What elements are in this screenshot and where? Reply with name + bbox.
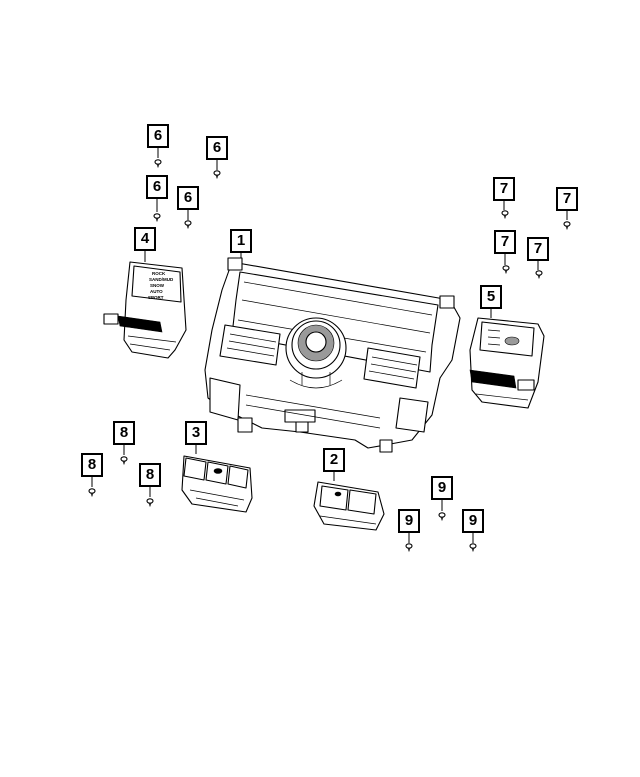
label-sport: SPORT [148, 295, 164, 300]
callout-1: 1 [230, 229, 252, 253]
label-sand-mud: SAND/MUD [149, 277, 174, 282]
callout-7-b: 7 [556, 187, 578, 211]
callout-7-d: 7 [527, 237, 549, 261]
callout-8-b: 8 [81, 453, 103, 477]
screw-9-c [469, 543, 477, 553]
callout-5: 5 [480, 285, 502, 309]
label-rock: ROCK [152, 271, 166, 276]
screw-7-a [501, 210, 509, 220]
screw-7-d [535, 270, 543, 280]
screw-8-c [146, 498, 154, 508]
screw-7-c [502, 265, 510, 275]
callout-6-a: 6 [147, 124, 169, 148]
callout-9-a: 9 [431, 476, 453, 500]
screw-6-b [213, 170, 221, 180]
callout-6-d: 6 [177, 186, 199, 210]
screw-7-b [563, 221, 571, 231]
part-1-bezel [204, 257, 461, 453]
screw-9-b [405, 543, 413, 553]
callout-9-b: 9 [398, 509, 420, 533]
callout-9-c: 9 [462, 509, 484, 533]
label-snow: SNOW [150, 283, 165, 288]
callout-3: 3 [185, 421, 207, 445]
callout-4: 4 [134, 227, 156, 251]
callout-6-b: 6 [206, 136, 228, 160]
callout-8-a: 8 [113, 421, 135, 445]
callout-8-c: 8 [139, 463, 161, 487]
part-5-switch-module [469, 317, 545, 409]
callout-7-c: 7 [494, 230, 516, 254]
part-4-terrain-switch: ROCK SAND/MUD SNOW AUTO SPORT [103, 261, 187, 359]
terrain-mode-labels: ROCK SAND/MUD SNOW AUTO SPORT [148, 271, 174, 300]
callout-6-c: 6 [146, 175, 168, 199]
screw-6-a [154, 159, 162, 169]
part-3-button-switch [181, 455, 253, 513]
screw-8-b [88, 488, 96, 498]
screw-8-a [120, 456, 128, 466]
screw-6-c [153, 213, 161, 223]
part-2-button-switch [313, 481, 385, 531]
screw-9-a [438, 512, 446, 522]
callout-7-a: 7 [493, 177, 515, 201]
screws [88, 159, 571, 553]
label-auto: AUTO [150, 289, 163, 294]
screw-6-d [184, 220, 192, 230]
leader-lines [91, 148, 568, 543]
callout-2: 2 [323, 448, 345, 472]
